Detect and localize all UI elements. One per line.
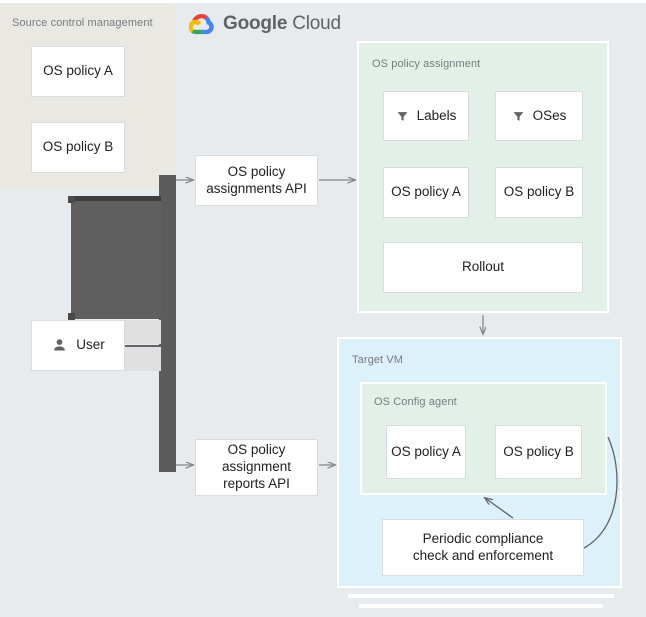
periodic-line1: Periodic compliance bbox=[422, 530, 544, 546]
api-reports-line3: reports API bbox=[223, 475, 290, 491]
os-policy-assignment-reports-api-box[interactable]: OS policy assignment reports API bbox=[195, 439, 318, 496]
filter-icon bbox=[512, 110, 525, 123]
user-label: User bbox=[76, 337, 105, 353]
message-bus-notch-bottom-left bbox=[68, 313, 75, 320]
api-reports-line1: OS policy bbox=[227, 442, 286, 458]
scm-os-policy-b-box[interactable]: OS policy B bbox=[31, 122, 125, 173]
brand-name-cloud: Cloud bbox=[292, 13, 341, 34]
agent-os-policy-b-box[interactable]: OS policy B bbox=[495, 425, 582, 479]
os-policy-assignments-api-box[interactable]: OS policy assignments API bbox=[195, 155, 318, 206]
labels-filter-label: Labels bbox=[416, 107, 457, 123]
assignment-panel-label: OS policy assignment bbox=[372, 58, 481, 70]
scm-os-policy-a-box[interactable]: OS policy A bbox=[31, 46, 125, 97]
vm-stack-sheet-1 bbox=[348, 594, 614, 598]
user-connector-block-lower bbox=[125, 347, 161, 371]
vm-stack-sheet-2 bbox=[359, 604, 603, 608]
oses-filter-box[interactable]: OSes bbox=[495, 91, 583, 141]
user-connector-block-upper bbox=[125, 320, 161, 344]
user-connector-line bbox=[125, 345, 161, 347]
periodic-line2: check and enforcement bbox=[412, 547, 554, 563]
assignment-os-policy-b-box[interactable]: OS policy B bbox=[495, 167, 583, 218]
periodic-compliance-label: Periodic compliance check and enforcemen… bbox=[413, 531, 553, 565]
google-cloud-logo-icon bbox=[189, 13, 214, 35]
user-box[interactable]: User bbox=[31, 320, 125, 371]
api-assignments-line1: OS policy bbox=[227, 163, 286, 179]
message-bus-notch-top-left bbox=[68, 196, 75, 203]
filter-icon bbox=[396, 110, 409, 123]
api-reports-label: OS policy assignment reports API bbox=[222, 442, 291, 493]
api-assignments-label: OS policy assignments API bbox=[206, 164, 307, 198]
periodic-compliance-box[interactable]: Periodic compliance check and enforcemen… bbox=[382, 519, 584, 576]
labels-filter-box[interactable]: Labels bbox=[383, 91, 469, 141]
rollout-box[interactable]: Rollout bbox=[383, 242, 583, 293]
agent-os-policy-a-box[interactable]: OS policy A bbox=[386, 425, 466, 479]
assignment-os-policy-a-box[interactable]: OS policy A bbox=[383, 167, 469, 218]
scm-panel-label: Source control management bbox=[12, 17, 153, 29]
brand-name-google: Google bbox=[223, 13, 288, 34]
message-bus-vertical bbox=[159, 175, 176, 472]
api-assignments-line2: assignments API bbox=[206, 180, 307, 196]
message-bus-block-top-edge bbox=[71, 196, 161, 201]
person-icon bbox=[51, 337, 68, 354]
oses-filter-label: OSes bbox=[532, 107, 567, 123]
api-reports-line2: assignment bbox=[221, 459, 292, 475]
target-vm-label: Target VM bbox=[352, 354, 404, 366]
top-white-strip bbox=[0, 0, 646, 3]
os-config-agent-label: OS Config agent bbox=[374, 396, 457, 408]
message-bus-block bbox=[71, 199, 161, 319]
